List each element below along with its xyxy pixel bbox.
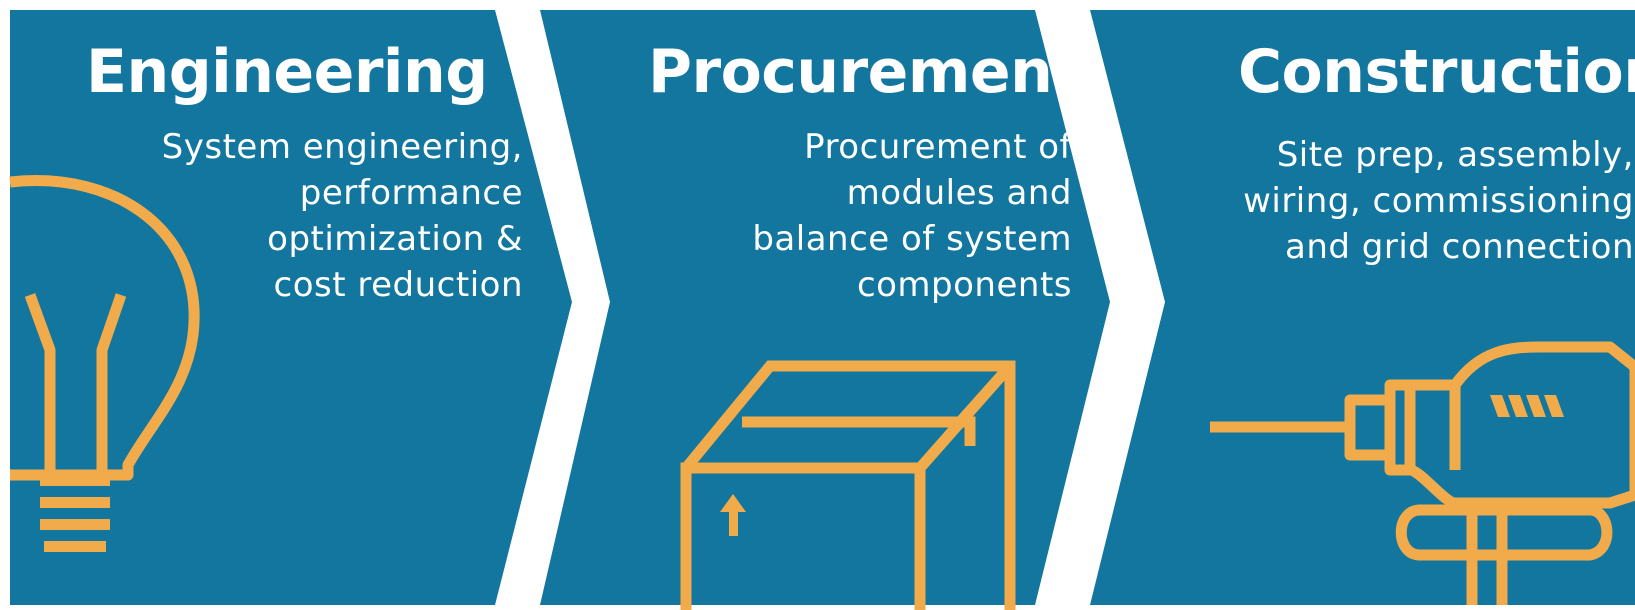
engineering-description-line: optimization & [267, 219, 523, 259]
construction-description-line: and grid connection [1284, 227, 1634, 267]
engineering-description-line: System engineering, [161, 127, 523, 167]
procurement-panel [540, 10, 1110, 605]
procurement-description-line: modules and [846, 173, 1072, 213]
engineering-panel [10, 10, 572, 605]
engineering-title: Engineering [86, 37, 488, 107]
procurement-description-line: components [856, 265, 1072, 305]
construction-panel [1090, 10, 1635, 605]
box-icon [680, 360, 1020, 610]
engineering-description: System engineering, performance optimiza… [162, 124, 523, 308]
drill-icon [1210, 341, 1635, 605]
procurement-description: Procurement of modules and balance of sy… [752, 124, 1072, 308]
construction-description: Site prep, assembly, wiring, commissioni… [1243, 132, 1634, 270]
construction-title: Construction [1238, 37, 1635, 107]
engineering-description-line: cost reduction [273, 265, 523, 305]
procurement-title: Procurement [648, 37, 1081, 107]
procurement-description-line: Procurement of [804, 127, 1072, 167]
construction-description-line: Site prep, assembly, [1276, 135, 1634, 175]
lightbulb-icon [0, 140, 210, 560]
construction-description-line: wiring, commissioning [1243, 181, 1634, 221]
procurement-description-line: balance of system [752, 219, 1072, 259]
engineering-description-line: performance [299, 173, 523, 213]
